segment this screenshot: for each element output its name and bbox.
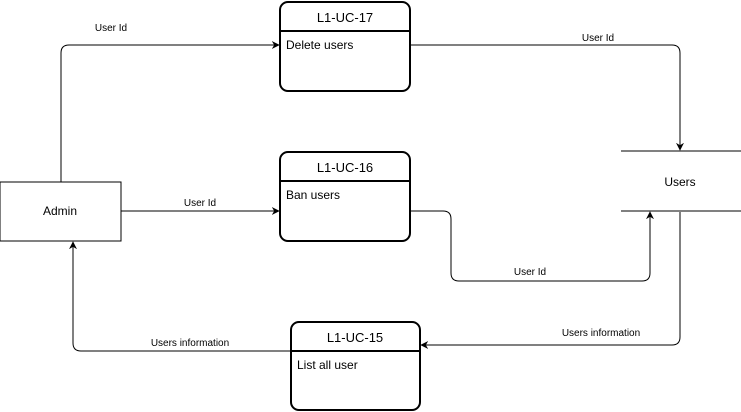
process-description: List all user: [297, 358, 358, 372]
process-id: L1-UC-16: [317, 160, 373, 175]
users-datastore[interactable]: Users: [621, 150, 741, 212]
flow-users-to-list-all-user: [420, 212, 681, 349]
flow-label: User Id: [514, 267, 546, 278]
flow-ban-users-to-users: [410, 210, 654, 282]
process-l1-uc-16[interactable]: L1-UC-16 Ban users: [279, 151, 411, 242]
flow-label: Users information: [151, 338, 229, 349]
process-description: Ban users: [286, 188, 340, 202]
process-id: L1-UC-15: [327, 330, 383, 345]
flow-label: Users information: [562, 328, 640, 339]
flow-list-all-user-to-admin: [69, 241, 291, 352]
flow-label: User Id: [184, 198, 216, 209]
process-description: Delete users: [286, 38, 353, 52]
process-l1-uc-15[interactable]: L1-UC-15 List all user: [290, 321, 421, 411]
flow-delete-users-to-users: [410, 44, 684, 151]
flow-label: User Id: [95, 23, 127, 34]
flow-label: User Id: [582, 33, 614, 44]
flow-admin-to-delete-users: [60, 41, 280, 182]
admin-entity[interactable]: Admin: [0, 181, 122, 242]
process-l1-uc-17[interactable]: L1-UC-17 Delete users: [279, 1, 411, 92]
process-id: L1-UC-17: [317, 10, 373, 25]
users-label: Users: [664, 175, 695, 189]
admin-label: Admin: [43, 204, 77, 218]
